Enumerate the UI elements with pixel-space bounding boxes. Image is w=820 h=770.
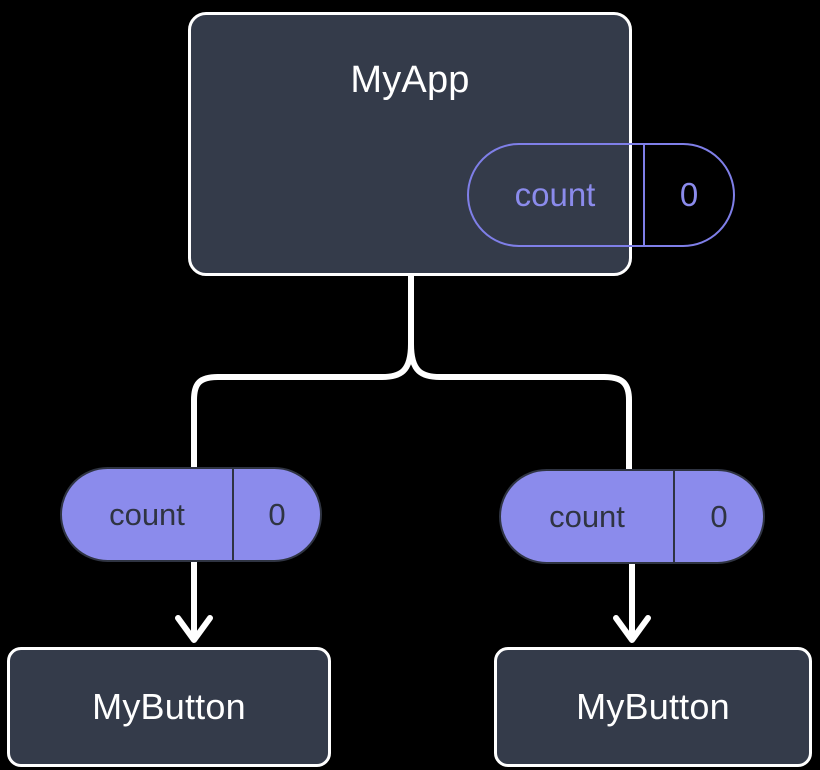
node-mybutton-left[interactable]: MyButton bbox=[7, 647, 331, 767]
state-pill-myapp-value: 0 bbox=[679, 176, 699, 213]
state-pill-myapp-key: count bbox=[469, 145, 645, 245]
node-mybutton-right[interactable]: MyButton bbox=[494, 647, 812, 767]
node-myapp[interactable]: MyApp count 0 bbox=[188, 12, 735, 276]
arrow-head-right-icon bbox=[613, 615, 651, 643]
state-pill-branch-left[interactable]: count 0 bbox=[60, 467, 322, 562]
wire-split-left bbox=[215, 341, 414, 380]
state-pill-branch-right-value: 0 bbox=[710, 498, 728, 534]
state-pill-branch-left-value: 0 bbox=[268, 496, 286, 532]
node-myapp-title: MyApp bbox=[350, 59, 470, 101]
node-mybutton-right-title: MyButton bbox=[576, 686, 730, 727]
wire-right-drop bbox=[601, 374, 632, 475]
arrow-head-left-icon bbox=[175, 615, 213, 643]
state-pill-myapp[interactable]: count 0 bbox=[467, 143, 735, 247]
state-pill-branch-left-key: count bbox=[62, 469, 234, 560]
state-pill-branch-right[interactable]: count 0 bbox=[499, 469, 765, 564]
state-pill-branch-right-key: count bbox=[501, 471, 675, 562]
node-mybutton-left-title: MyButton bbox=[92, 686, 246, 727]
wire-split-right bbox=[408, 341, 607, 380]
wire-left-drop bbox=[191, 374, 221, 473]
